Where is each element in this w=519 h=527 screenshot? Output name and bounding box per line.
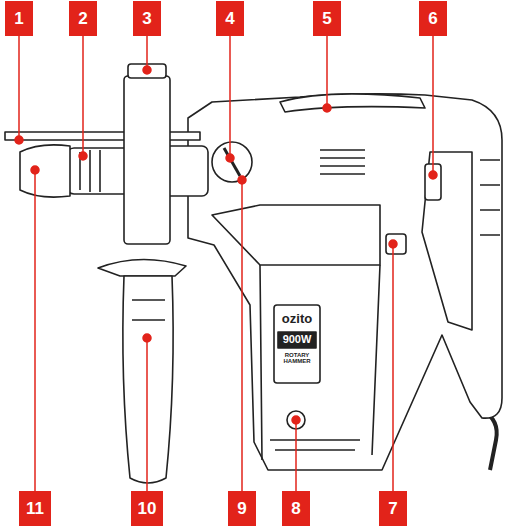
leader-line bbox=[34, 170, 36, 491]
handle-grooves bbox=[132, 300, 165, 320]
callout-text: 4 bbox=[225, 10, 234, 27]
grip-ridges bbox=[480, 160, 500, 235]
power-cord bbox=[482, 410, 497, 470]
target-dot bbox=[15, 136, 23, 144]
leader-line bbox=[392, 244, 394, 491]
base-vents bbox=[270, 440, 360, 450]
callout-text: 2 bbox=[78, 10, 87, 27]
callout-number: 6 bbox=[419, 1, 447, 36]
callout-number: 8 bbox=[282, 491, 310, 526]
target-dot bbox=[429, 171, 437, 179]
callout-text: 10 bbox=[138, 500, 157, 517]
wattage-text: 900W bbox=[278, 334, 316, 345]
target-dot bbox=[226, 154, 234, 162]
tool-body bbox=[188, 94, 502, 470]
callout-text: 8 bbox=[291, 500, 300, 517]
leader-line bbox=[295, 420, 297, 491]
callout-number: 7 bbox=[379, 491, 407, 526]
chuck bbox=[20, 145, 70, 197]
collar bbox=[66, 148, 132, 194]
callout-number: 3 bbox=[133, 1, 161, 36]
collar-ribs bbox=[80, 150, 100, 192]
top-plate bbox=[280, 94, 425, 112]
handle-opening bbox=[422, 152, 472, 330]
callout-text: 3 bbox=[142, 10, 151, 27]
target-dot bbox=[389, 240, 397, 248]
callout-number: 9 bbox=[228, 491, 256, 526]
leader-line bbox=[146, 36, 148, 70]
vents bbox=[320, 150, 365, 174]
callout-number: 4 bbox=[216, 1, 244, 36]
handle-flange bbox=[98, 259, 186, 276]
side-handle-clamp bbox=[124, 76, 170, 244]
target-dot bbox=[79, 152, 87, 160]
callout-text: 7 bbox=[388, 500, 397, 517]
callout-text: 9 bbox=[237, 500, 246, 517]
callout-text: 5 bbox=[322, 10, 331, 27]
callout-number: 5 bbox=[313, 1, 341, 36]
callout-number: 2 bbox=[69, 1, 97, 36]
selector-mark bbox=[224, 148, 240, 176]
gear-housing bbox=[212, 205, 380, 265]
leader-line bbox=[146, 338, 148, 491]
callout-number: 1 bbox=[5, 1, 33, 36]
target-dot bbox=[143, 334, 151, 342]
housing-lines bbox=[260, 265, 380, 460]
label-plate bbox=[274, 305, 320, 383]
target-dot bbox=[238, 176, 246, 184]
callout-number: 10 bbox=[131, 491, 163, 526]
callout-text: 1 bbox=[14, 10, 23, 27]
target-dot bbox=[323, 104, 331, 112]
leader-line bbox=[82, 36, 84, 156]
target-dot bbox=[31, 166, 39, 174]
depth-stop-screw bbox=[128, 64, 166, 78]
mode-selector bbox=[212, 142, 252, 182]
target-dot bbox=[292, 416, 300, 424]
leader-line bbox=[229, 36, 231, 158]
leader-line bbox=[18, 36, 20, 140]
leader-line bbox=[432, 36, 434, 175]
target-dot bbox=[143, 66, 151, 74]
model-text: ROTARY HAMMER bbox=[276, 352, 318, 364]
callout-text: 11 bbox=[26, 500, 44, 517]
side-handle bbox=[123, 276, 173, 483]
callout-number: 11 bbox=[19, 491, 51, 526]
wattage-band bbox=[278, 332, 316, 348]
brand-logo: ozito bbox=[276, 312, 318, 325]
lock-button bbox=[386, 234, 406, 254]
callout-text: 6 bbox=[428, 10, 437, 27]
leader-line bbox=[241, 180, 243, 491]
leader-line bbox=[326, 36, 328, 108]
